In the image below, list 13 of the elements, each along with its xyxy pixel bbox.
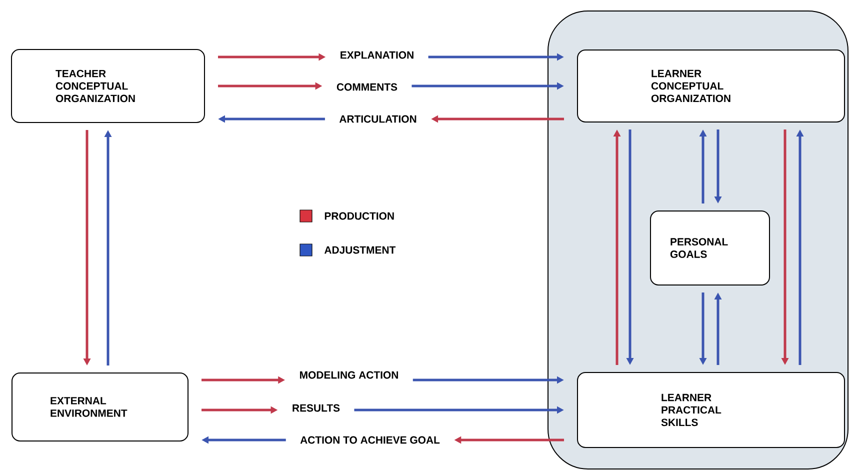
process-box: TEACHER CONCEPTUAL ORGANIZATION — [11, 49, 205, 123]
process-box: LEARNER PRACTICAL SKILLS — [577, 372, 845, 448]
flow-label: EXPLANATION — [340, 51, 414, 59]
flow-label: ARTICULATION — [339, 115, 416, 123]
flow-label: ACTION TO ACHIEVE GOAL — [300, 436, 440, 444]
process-box: EXTERNAL ENVIRONMENT — [12, 372, 188, 442]
flow-label: MODELING ACTION — [300, 371, 398, 379]
flow-label: COMMENTS — [336, 83, 398, 91]
process-box: LEARNER CONCEPTUAL ORGANIZATION — [577, 50, 845, 122]
flow-label: RESULTS — [292, 404, 340, 412]
legend-label: ADJUSTMENT — [324, 246, 396, 254]
process-box: PERSONAL GOALS — [650, 210, 770, 286]
legend-label: PRODUCTION — [324, 212, 394, 220]
